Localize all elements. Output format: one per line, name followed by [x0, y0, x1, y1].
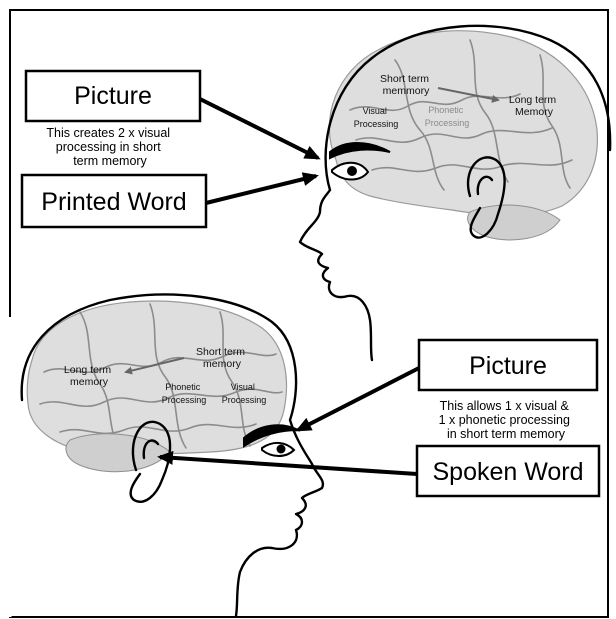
- top-short-term-label: Short term memmory: [380, 73, 432, 97]
- top-picture-box: Picture: [26, 71, 200, 121]
- top-picture-box-label: Picture: [74, 82, 152, 110]
- bottom-short-term-label: Short term memory: [196, 346, 248, 370]
- spoken-word-pointer: [160, 457, 417, 474]
- top-picture-pointer: [200, 99, 318, 158]
- printed-word-pointer: [206, 176, 316, 203]
- bottom-long-term-label: Long term memory: [64, 364, 114, 388]
- bottom-picture-box-label: Picture: [469, 352, 547, 380]
- bottom-picture-caption: This allows 1 x visual & 1 x phonetic pr…: [439, 399, 574, 441]
- bottom-brain: [27, 301, 286, 454]
- bottom-picture-pointer: [298, 368, 419, 430]
- top-head: [300, 26, 610, 360]
- bottom-picture-box: Picture: [419, 340, 597, 390]
- printed-word-box-label: Printed Word: [41, 188, 186, 216]
- spoken-word-box: Spoken Word: [417, 446, 599, 496]
- bottom-head: [22, 295, 323, 616]
- spoken-word-box-label: Spoken Word: [432, 458, 583, 486]
- top-picture-caption: This creates 2 x visual processing in sh…: [46, 126, 173, 168]
- top-long-term-label: Long term Memory: [509, 94, 559, 118]
- printed-word-box: Printed Word: [22, 175, 206, 227]
